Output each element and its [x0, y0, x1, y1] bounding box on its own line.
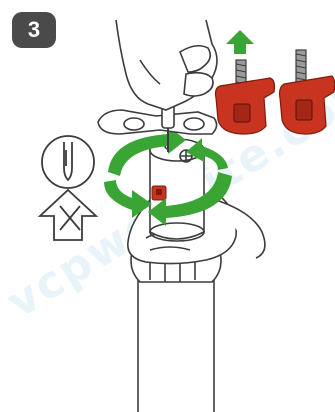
crossed-up-arrow-icon [37, 188, 99, 241]
rotate-arrows-icon [104, 126, 232, 226]
red-clip-raised-icon [214, 59, 276, 135]
step-number-badge: 3 [12, 12, 56, 48]
up-arrow-icon [226, 30, 254, 54]
red-clip-lowered-icon [278, 49, 335, 135]
red-clip [151, 185, 167, 201]
flat-screwdriver-tip-icon [41, 135, 95, 189]
upper-hand [115, 19, 218, 111]
